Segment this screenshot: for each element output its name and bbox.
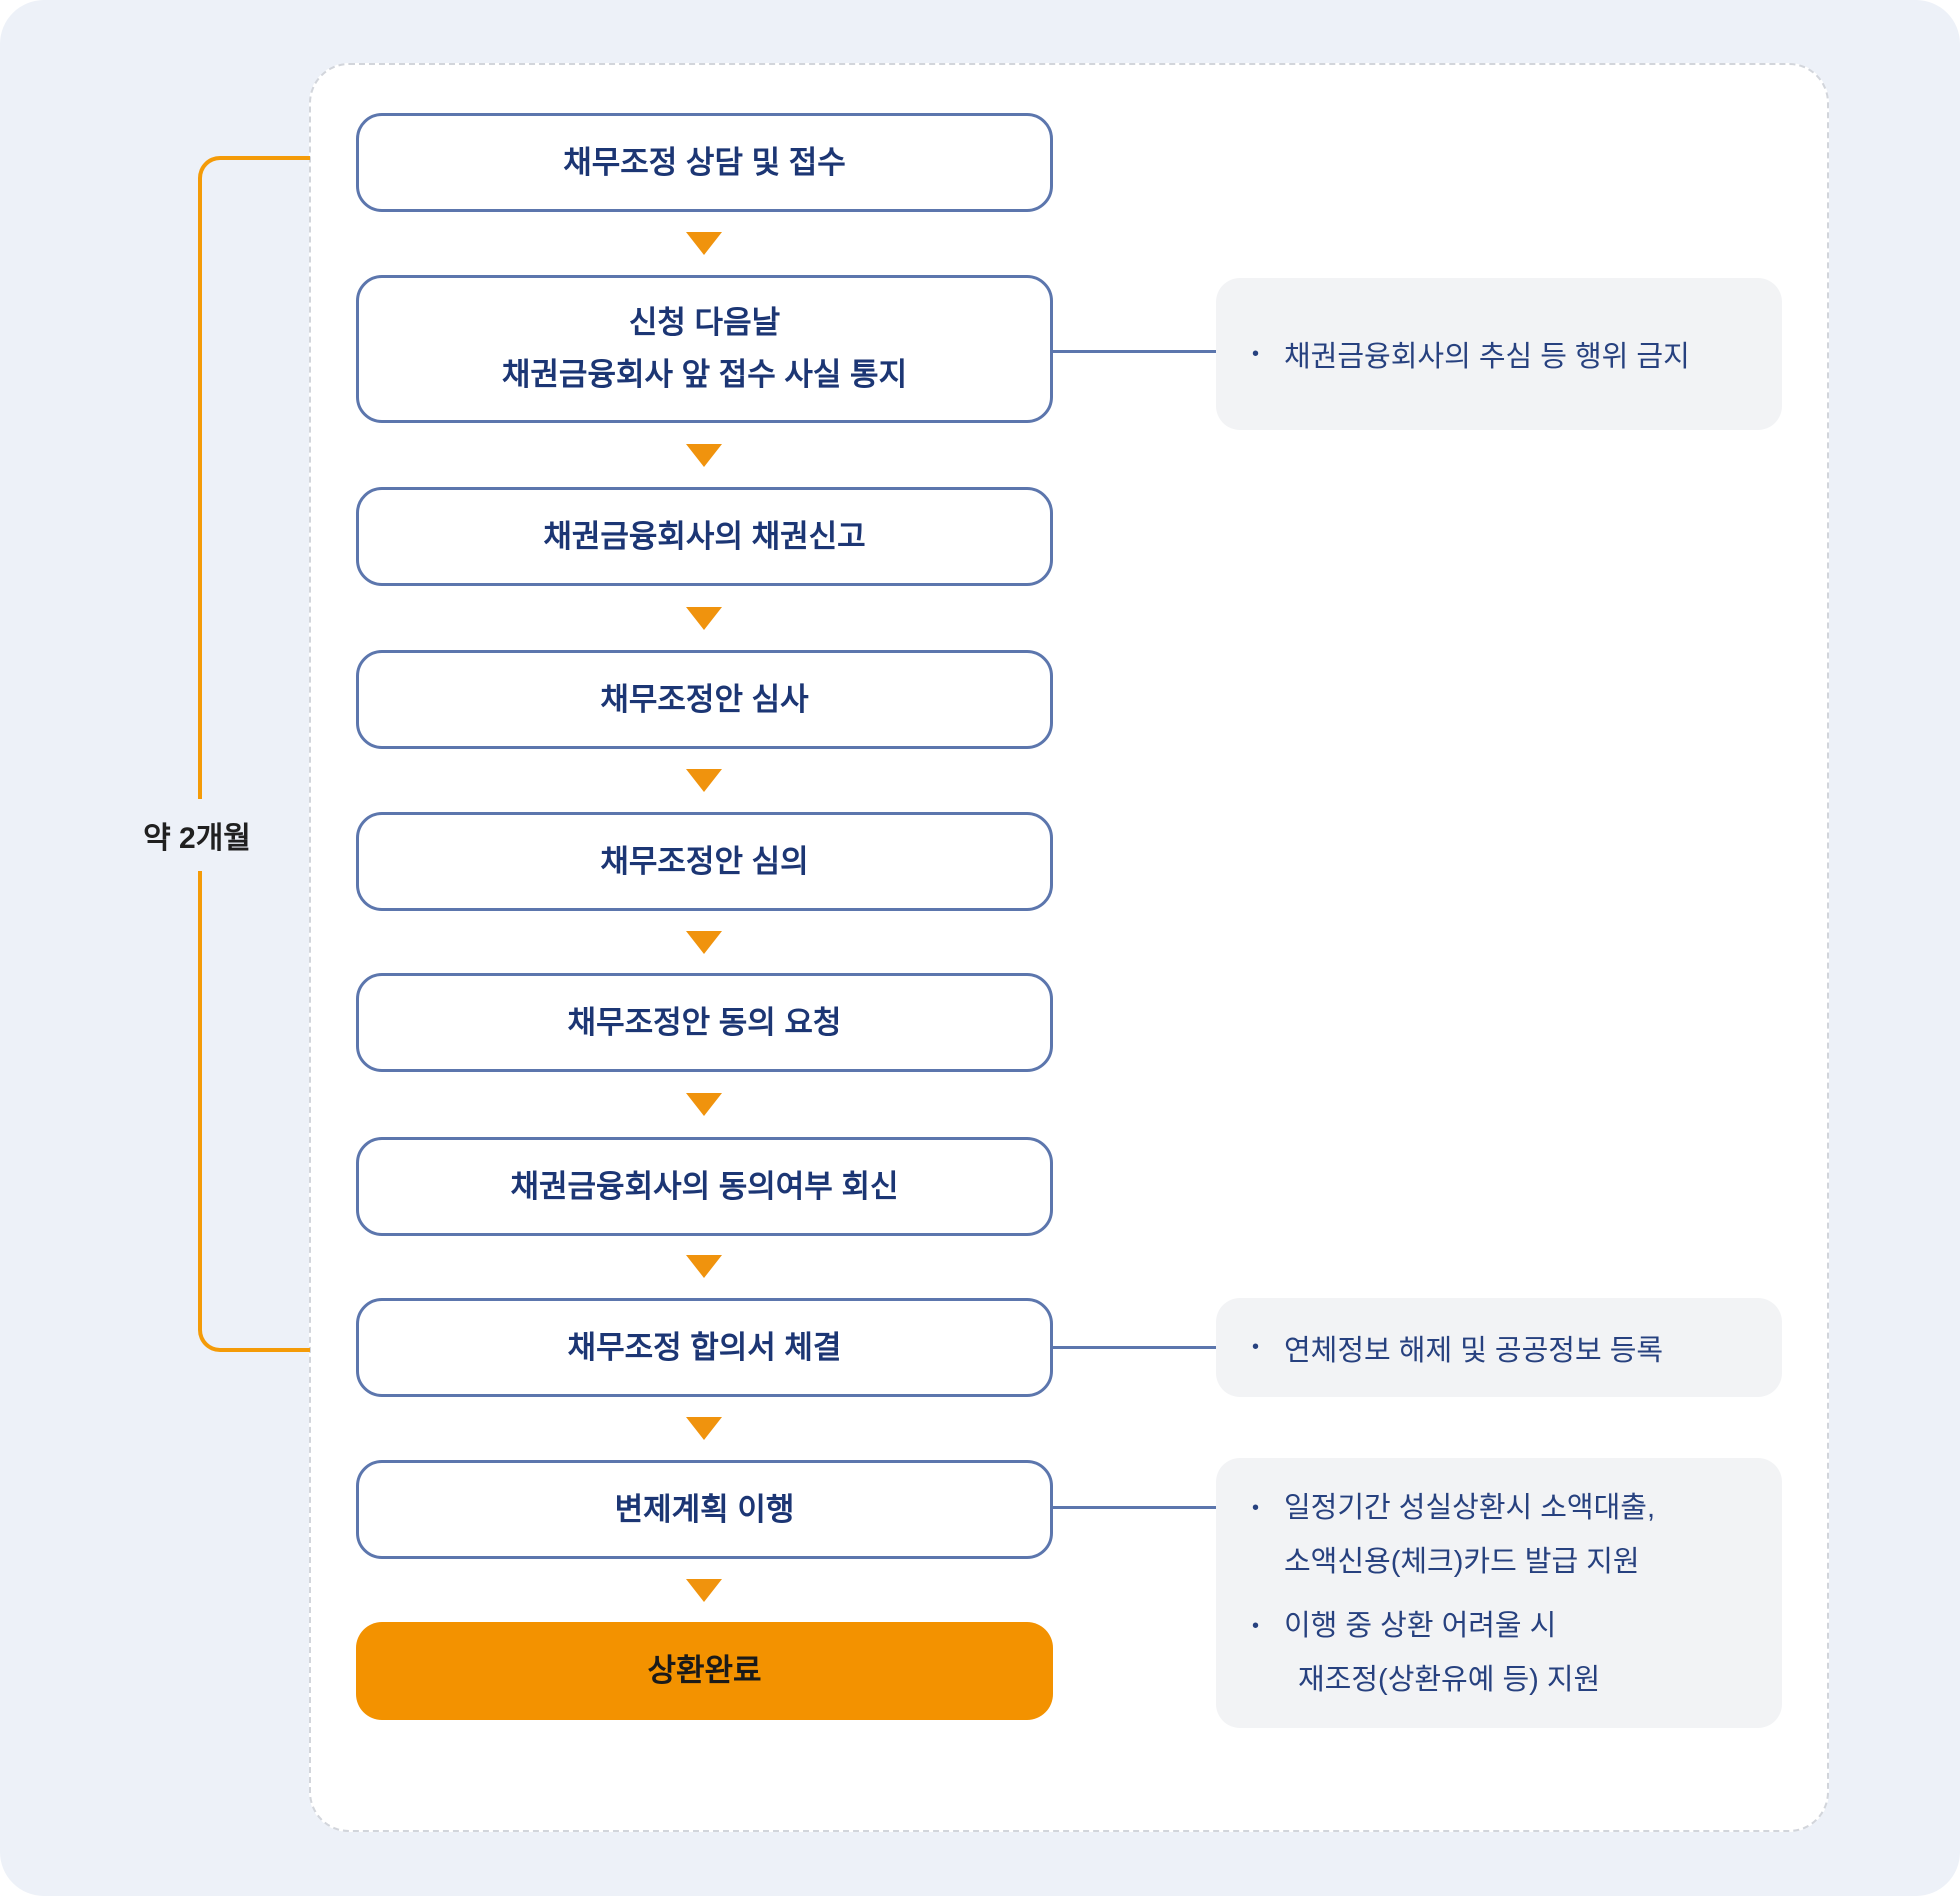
arrow-down-icon <box>686 1093 722 1116</box>
annotation-text: 채권금융회사의 추심 등 행위 금지 <box>1284 341 1690 373</box>
arrow-down-icon <box>686 1417 722 1440</box>
annotation-text: 이행 중 상환 어려울 시 재조정(상환유예 등) 지원 <box>1284 1599 1600 1707</box>
annotation-line: 이행 중 상환 어려울 시 <box>1284 1610 1557 1642</box>
annotation-text: 일정기간 성실상환시 소액대출, 소액신용(체크)카드 발급 지원 <box>1284 1481 1655 1589</box>
flow-step-repayment-plan: 변제계획 이행 <box>356 1460 1053 1559</box>
bullet-icon: • <box>1252 1497 1260 1519</box>
bullet-icon: • <box>1252 1615 1260 1637</box>
connector-line <box>1053 1506 1216 1509</box>
annotation-text: 연체정보 해제 및 공공정보 등록 <box>1284 1334 1664 1367</box>
bullet-icon: • <box>1252 342 1260 365</box>
arrow-down-icon <box>686 1255 722 1278</box>
arrow-down-icon <box>686 769 722 792</box>
flow-step-notice: 신청 다음날 채권금융회사 앞 접수 사실 통지 <box>356 275 1053 423</box>
arrow-down-icon <box>686 931 722 954</box>
arrow-down-icon <box>686 232 722 255</box>
arrow-down-icon <box>686 444 722 467</box>
arrow-down-icon <box>686 1579 722 1602</box>
flow-step-consultation: 채무조정 상담 및 접수 <box>356 113 1053 212</box>
flow-step-agreement: 채무조정 합의서 체결 <box>356 1298 1053 1397</box>
annotation-box-collection-ban: • 채권금융회사의 추심 등 행위 금지 <box>1216 278 1782 430</box>
flow-step-consent-reply: 채권금융회사의 동의여부 회신 <box>356 1137 1053 1236</box>
flow-step-consent-request: 채무조정안 동의 요청 <box>356 973 1053 1072</box>
flow-step-deliberation: 채무조정안 심의 <box>356 812 1053 911</box>
flow-step-repayment-complete: 상환완료 <box>356 1622 1053 1720</box>
annotation-box-info-registration: • 연체정보 해제 및 공공정보 등록 <box>1216 1298 1782 1397</box>
duration-label: 약 2개월 <box>97 799 297 871</box>
bullet-icon: • <box>1252 1336 1260 1358</box>
annotation-box-repayment-support: • 일정기간 성실상환시 소액대출, 소액신용(체크)카드 발급 지원 • 이행… <box>1216 1458 1782 1728</box>
flow-step-review: 채무조정안 심사 <box>356 650 1053 749</box>
annotation-line: 소액신용(체크)카드 발급 지원 <box>1284 1546 1640 1578</box>
duration-bracket <box>198 156 310 1352</box>
flow-step-claim-report: 채권금융회사의 채권신고 <box>356 487 1053 586</box>
annotation-line: 재조정(상환유예 등) 지원 <box>1298 1664 1601 1696</box>
annotation-line: 일정기간 성실상환시 소액대출, <box>1284 1492 1656 1524</box>
arrow-down-icon <box>686 607 722 630</box>
connector-line <box>1053 350 1216 353</box>
connector-line <box>1053 1346 1216 1349</box>
